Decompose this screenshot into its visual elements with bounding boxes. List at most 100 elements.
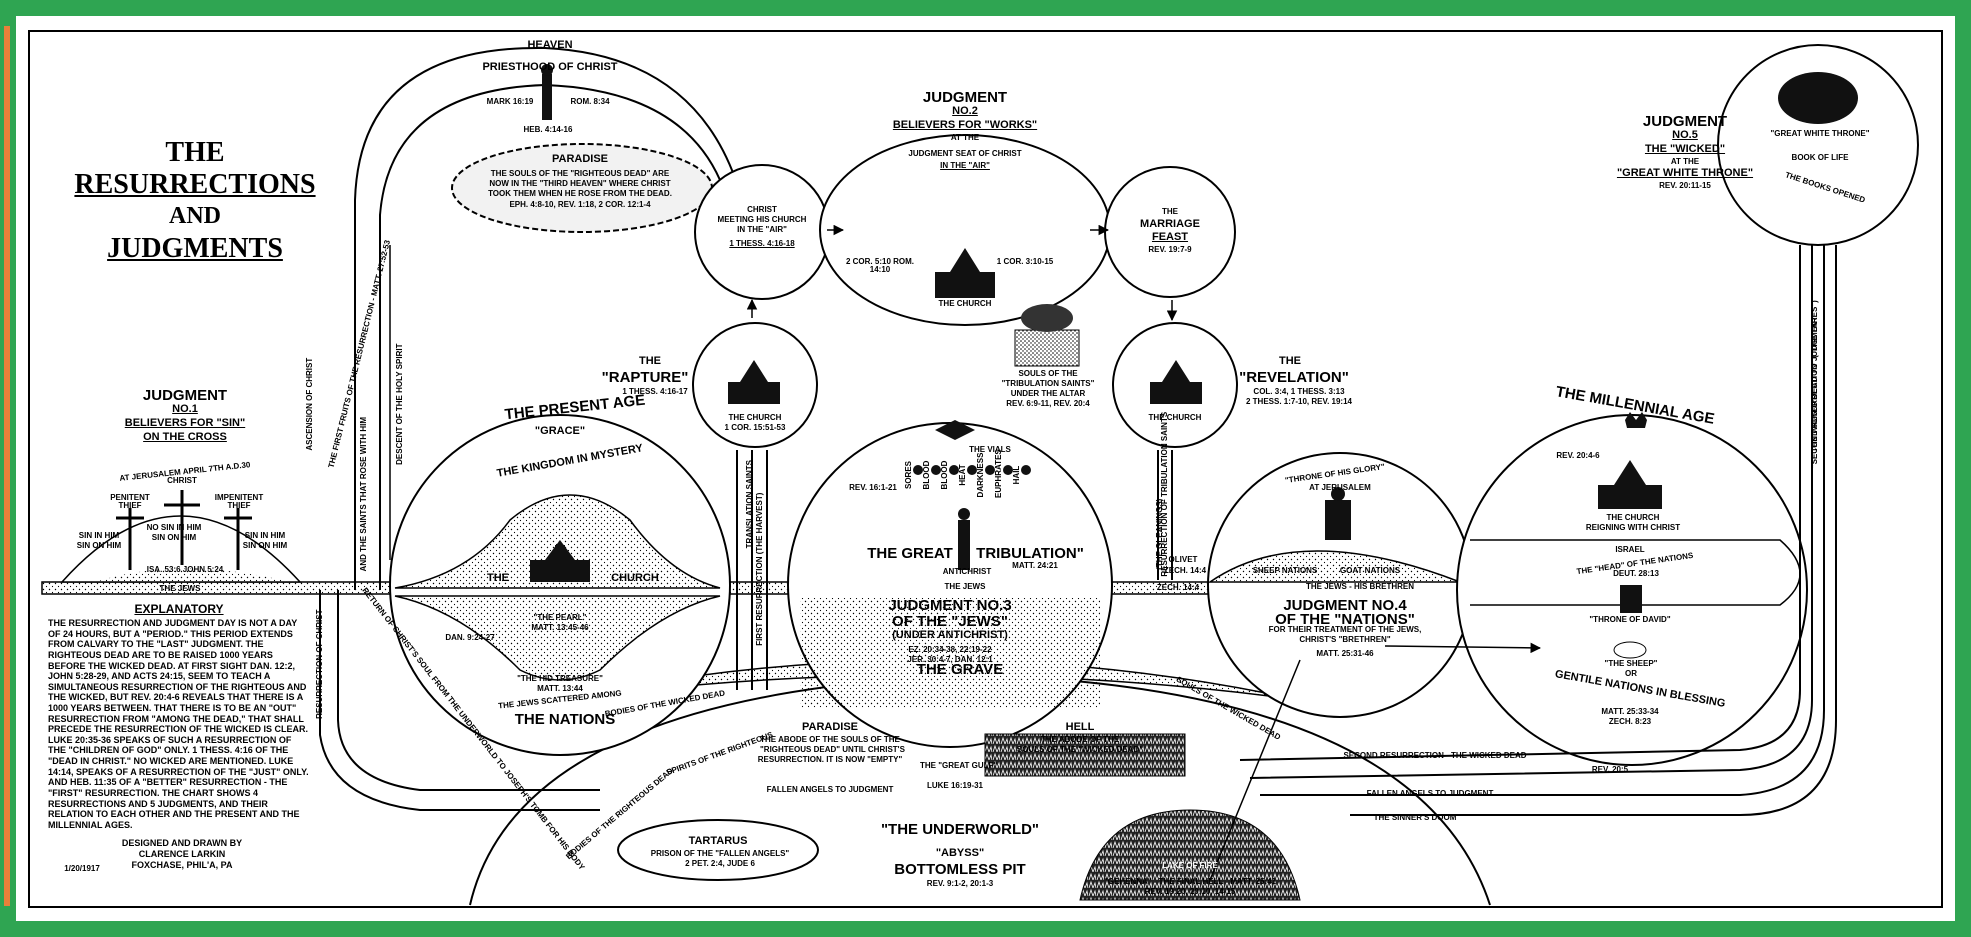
- rev-20-5: REV. 20:5: [1591, 765, 1629, 774]
- hell-text-2: SOULS OF THE "WICKED DEAD": [1016, 745, 1144, 754]
- explanatory-box: EXPLANATORY THE RESURRECTION AND JUDGMEN…: [48, 602, 310, 830]
- pearl-ref: MATT. 13:45-46: [531, 623, 589, 632]
- judgment5-line1: JUDGMENT: [1642, 113, 1728, 130]
- rapture-line2: "RAPTURE": [601, 369, 689, 386]
- church-icon: [935, 248, 995, 298]
- millennial-ref2: MATT. 25:33-34: [1601, 707, 1659, 716]
- judgment2-line2: NO.2: [952, 105, 978, 117]
- judgment3-line3: (UNDER ANTICHRIST): [892, 629, 1008, 641]
- vials-group: [913, 465, 1031, 475]
- church-icon: [530, 540, 590, 582]
- underworld-ref: REV. 9:1-2, 20:1-3: [926, 879, 994, 888]
- grave-title: THE GRAVE: [916, 661, 1004, 678]
- priesthood-label: PRIESTHOOD OF CHRIST: [482, 61, 618, 73]
- sin-in-him-left: SIN IN HIM: [78, 531, 120, 540]
- title-line-4: JUDGMENTS: [107, 233, 283, 264]
- hid-treasure-ref: MATT. 13:44: [537, 684, 583, 693]
- heaven-arch-inner: [379, 83, 721, 590]
- impenitent-label: IMPENITENT THIEF: [214, 493, 264, 511]
- flow-arrows: [389, 224, 1542, 881]
- marriage-line1: THE: [1162, 207, 1178, 216]
- judgment2-church: THE CHURCH: [938, 299, 992, 308]
- explanatory-title: EXPLANATORY: [134, 602, 224, 616]
- judgment-seat-air: IN THE "AIR": [940, 161, 990, 170]
- hell-text-1: THE ABODE OF THE: [1040, 735, 1120, 744]
- the-label: THE: [487, 572, 509, 584]
- throne-label: "GREAT WHITE THRONE": [1770, 129, 1870, 138]
- christ-meeting-2: MEETING HIS CHURCH: [717, 215, 807, 224]
- vial-name-label: EUPHRATES: [994, 449, 1003, 498]
- cross-impenitent: [224, 508, 252, 570]
- or-label: OR: [1625, 669, 1637, 678]
- underworld-title: "THE UNDERWORLD": [880, 821, 1040, 838]
- tartarus-text: PRISON OF THE "FALLEN ANGELS": [650, 849, 790, 858]
- title-line-3: AND: [169, 203, 221, 229]
- vial-name-label: DARKNESS: [976, 452, 985, 498]
- revelation-line1: THE: [1279, 355, 1301, 367]
- souls-altar-ref: REV. 6:9-11, REV. 20:4: [1006, 399, 1090, 408]
- souls-altar-line3: UNDER THE ALTAR: [1010, 389, 1086, 398]
- sin-on-him-center: SIN ON HIM: [151, 533, 197, 542]
- judgment2-ref-left: 2 COR. 5:10 ROM. 14:10: [845, 257, 914, 275]
- paradise-lower-1: THE ABODE OF THE SOULS OF THE: [760, 735, 900, 744]
- label-descent-spirit: DESCENT OF THE HOLY SPIRIT: [394, 343, 404, 465]
- deut-ref: DEUT. 28:13: [1613, 569, 1659, 578]
- christ-meeting-3: IN THE "AIR": [737, 225, 787, 234]
- sinners-doom-label: THE SINNER'S DOOM: [1373, 813, 1457, 822]
- judgment4-line2: OF THE "NATIONS": [1275, 611, 1415, 628]
- judgment3-ref1: EZ. 20:34-38, 22:19-22: [908, 645, 992, 654]
- great-gulf-label: THE "GREAT GULF": [920, 761, 998, 770]
- throne-figure: [1325, 487, 1351, 540]
- olivet-label: OLIVET: [1168, 555, 1198, 564]
- jews-brethren-label: THE JEWS - HIS BRETHREN: [1305, 582, 1414, 591]
- paradise-title: PARADISE: [551, 153, 609, 165]
- judgment1-ref: ISA. 53:6 JOHN 5:24: [146, 565, 224, 574]
- fallen-angels-right: FALLEN ANGELS TO JUDGMENT: [1366, 789, 1494, 798]
- cross-penitent: [116, 508, 144, 570]
- judgment1-line1: JUDGMENT: [142, 387, 228, 404]
- revelation-line2: "REVELATION": [1239, 369, 1349, 386]
- great-gulf-ref: LUKE 16:19-31: [926, 781, 984, 790]
- resurrection-christ-band: [319, 590, 600, 811]
- tribulation-shading: [800, 598, 1100, 708]
- nations-label: THE NATIONS: [514, 711, 616, 728]
- book-of-life-label: BOOK OF LIFE: [1791, 153, 1849, 162]
- israel-label: ISRAEL: [1615, 545, 1645, 554]
- paradise-lower-3: RESURRECTION. IT IS NOW "EMPTY": [757, 755, 903, 764]
- label-wicked-dead: THE WICKED DEAD TO JUDGMENT: [1809, 316, 1819, 453]
- no-sin-in-him: NO SIN IN HIM: [146, 523, 202, 532]
- revelation-ref1: COL. 3:4, 1 THESS. 3:13: [1253, 387, 1345, 396]
- great-label: THE GREAT: [867, 545, 953, 562]
- vials-label: THE VIALS: [969, 445, 1011, 454]
- credits-date: 1/20/1917: [64, 864, 100, 873]
- sin-in-him-right: SIN IN HIM: [244, 531, 286, 540]
- heaven-label: HEAVEN: [527, 39, 573, 51]
- paradise-text-2: NOW IN THE "THIRD HEAVEN" WHERE CHRIST: [489, 179, 671, 188]
- chart-border: [28, 30, 1943, 908]
- label-translation-saints: TRANSLATION SAINTS: [744, 460, 754, 549]
- paradise-text-1: THE SOULS OF THE "RIGHTEOUS DEAD" ARE: [490, 169, 670, 178]
- revelation-church: THE CHURCH: [1148, 413, 1202, 422]
- revelation-ref2: 2 THESS. 1:7-10, REV. 19:14: [1246, 397, 1352, 406]
- label-first-resurrection: FIRST RESURRECTION (THE HARVEST): [754, 492, 764, 646]
- judgment1-line4: ON THE CROSS: [143, 431, 227, 443]
- sin-on-him-left: SIN ON HIM: [76, 541, 122, 550]
- credits-block: DESIGNED AND DRAWN BY CLARENCE LARKIN FO…: [52, 838, 312, 870]
- marriage-line3: FEAST: [1151, 231, 1189, 243]
- priest-figure: [541, 64, 553, 120]
- judgment5-line4: AT THE: [1670, 157, 1700, 166]
- judgment2-line3: BELIEVERS FOR "WORKS": [892, 119, 1038, 131]
- souls-altar-line2: "TRIBULATION SAINTS": [1001, 379, 1095, 388]
- bottomless-pit-label: BOTTOMLESS PIT: [894, 861, 1026, 878]
- hell-title: HELL: [1065, 721, 1095, 733]
- christ-meeting-1: CHRIST: [747, 205, 777, 214]
- millennial-church: THE CHURCH: [1606, 513, 1660, 522]
- paradise-text-3: TOOK THEM WHEN HE ROSE FROM THE DEAD.: [488, 189, 672, 198]
- vial-name-label: HAIL: [1012, 465, 1021, 485]
- tartarus-ref: 2 PET. 2:4, JUDE 6: [685, 859, 755, 868]
- label-tribulation-saints: RESURRECTION OF TRIBULATION SAINTS: [1159, 411, 1169, 577]
- judgment5-ref: REV. 20:11-15: [1659, 181, 1711, 190]
- hid-treasure-label: "THE HID TREASURE": [517, 674, 603, 683]
